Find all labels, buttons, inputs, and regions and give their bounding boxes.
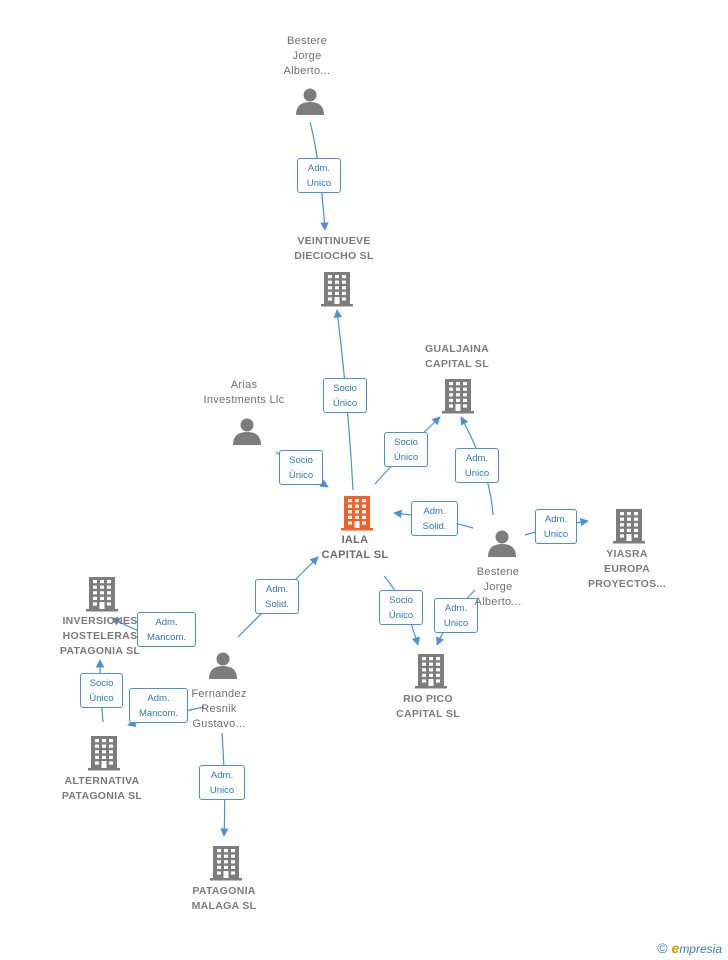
edge-label-bestene-to-gualjaina: Adm. Unico — [455, 448, 499, 483]
edge-label-bestene-to-riopico: Adm. Unico — [434, 598, 478, 633]
node-label-veintinueve: VEINTINUEVE DIECIOCHO SL — [294, 235, 374, 262]
building-icon-alternativa[interactable] — [88, 736, 120, 771]
edge-label-arias-to-iala: Socio Único — [279, 450, 323, 485]
building-icon-inversiones[interactable] — [86, 577, 118, 612]
logo-letter: e — [671, 940, 680, 956]
person-icon-fernandez[interactable] — [209, 652, 237, 680]
person-icon-arias[interactable] — [233, 418, 261, 446]
edge-label-bestene-to-iala: Adm. Solid. — [411, 501, 458, 536]
empresia-logo: ©empresia — [657, 940, 722, 956]
node-label-arias: Arias Investments Llc — [203, 379, 285, 406]
person-icon-bestene[interactable] — [488, 530, 516, 558]
building-icon-yiasra[interactable] — [613, 509, 645, 544]
logo-text: mpresia — [679, 942, 722, 956]
node-label-alternativa: ALTERNATIVA PATAGONIA SL — [61, 775, 143, 802]
node-label-patagonia_malaga: PATAGONIA MALAGA SL — [191, 885, 257, 912]
edge-label-fernandez-to-inversiones: Adm. Mancom. — [137, 612, 196, 647]
building-icon-gualjaina[interactable] — [442, 379, 474, 414]
edge-label-fernandez-to-alternativa: Adm. Mancom. — [129, 688, 188, 723]
node-label-yiasra: YIASRA EUROPA PROYECTOS... — [587, 548, 667, 590]
nodes-layer — [86, 88, 645, 881]
building-icon-riopico[interactable] — [415, 654, 447, 689]
node-label-riopico: RIO PICO CAPITAL SL — [396, 693, 460, 720]
edge-label-fernandez-to-iala: Adm. Solid. — [255, 579, 299, 614]
edge-label-fernandez-to-patagonia_malaga: Adm. Unico — [199, 765, 245, 800]
edge-label-alternativa-to-inversiones: Socio Único — [80, 673, 123, 708]
node-label-bestere: Bestere Jorge Alberto... — [283, 35, 331, 77]
node-label-gualjaina: GUALJAINA CAPITAL SL — [425, 343, 489, 370]
person-icon-bestere[interactable] — [296, 88, 324, 116]
node-label-inversiones: INVERSIONES HOSTELERAS PATAGONIA SL — [59, 615, 141, 657]
building-icon-patagonia_malaga[interactable] — [210, 846, 242, 881]
building-icon-iala[interactable] — [341, 496, 373, 531]
node-label-bestene: Bestene Jorge Alberto... — [474, 566, 522, 608]
edge-label-iala-to-veintinueve: Socio Único — [323, 378, 367, 413]
edge-label-iala-to-riopico: Socio Único — [379, 590, 423, 625]
edge-label-bestere-to-veintinueve: Adm. Unico — [297, 158, 341, 193]
building-icon-veintinueve[interactable] — [321, 272, 353, 307]
copyright-symbol: © — [657, 940, 668, 956]
node-label-fernandez: Fernandez Resnik Gustavo... — [191, 688, 247, 730]
node-label-iala: IALA CAPITAL SL — [321, 534, 389, 561]
edge-label-iala-to-gualjaina: Socio Único — [384, 432, 428, 467]
edge-label-bestene-to-yiasra: Adm. Unico — [535, 509, 577, 544]
